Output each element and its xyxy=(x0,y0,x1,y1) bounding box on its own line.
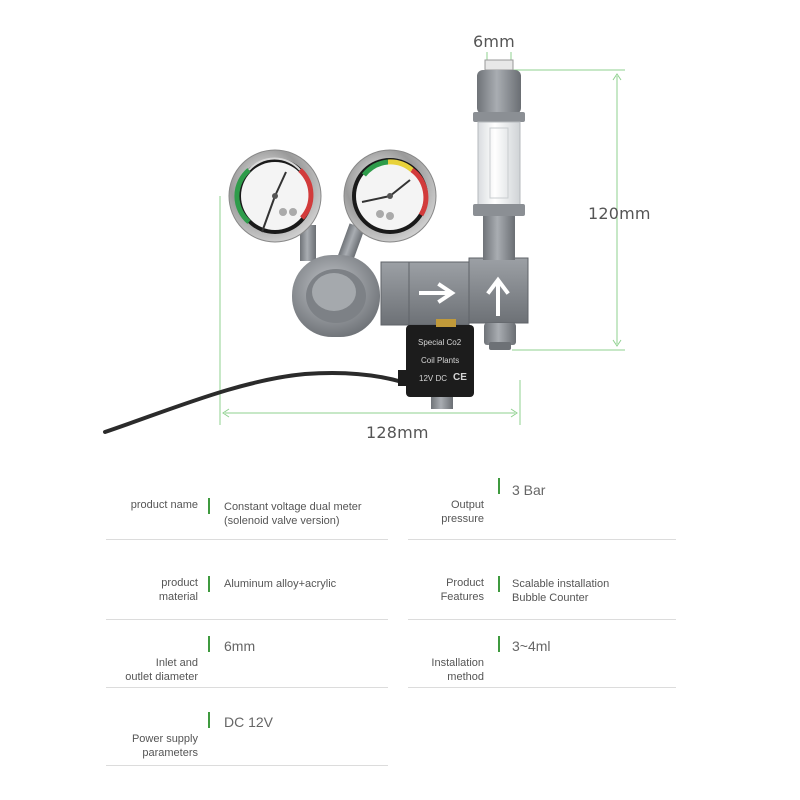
spec-value: Aluminum alloy+acrylic xyxy=(224,578,337,590)
spec-output-pressure: Output pressure 3 Bar xyxy=(408,476,676,540)
spec-label: Product xyxy=(446,577,484,589)
row-rule xyxy=(106,687,388,688)
spec-product-material: product material Aluminum alloy+acrylic xyxy=(106,556,388,620)
solenoid-text-2: Coil Plants xyxy=(421,356,460,365)
row-rule xyxy=(408,687,676,688)
spec-value-line2: (solenoid valve version) xyxy=(224,515,340,527)
spec-product-features: Product Features Scalable installation B… xyxy=(408,556,676,620)
ce-mark: CE xyxy=(453,372,467,383)
spec-value: DC 12V xyxy=(224,714,274,730)
spec-label-line2: outlet diameter xyxy=(125,671,198,683)
row-rule xyxy=(106,539,388,540)
spec-label: Output xyxy=(450,499,484,511)
spec-table: product name Constant voltage dual meter… xyxy=(0,462,800,800)
spec-label-line2: material xyxy=(158,591,198,603)
spec-label: Installation xyxy=(431,657,484,669)
spec-value: Constant voltage dual meter xyxy=(224,501,362,513)
spec-divider xyxy=(498,478,500,494)
spec-divider xyxy=(498,636,500,652)
spec-divider xyxy=(208,636,210,652)
spec-installation-method: Installation method 3~4ml xyxy=(408,624,676,688)
spec-label-line2: Features xyxy=(440,591,484,603)
regulator-knob xyxy=(292,255,380,337)
spec-label-line2: method xyxy=(447,671,484,683)
solenoid-text-1: Special Co2 xyxy=(418,338,462,347)
row-rule xyxy=(408,619,676,620)
dimension-lines xyxy=(219,52,625,425)
row-rule xyxy=(106,619,388,620)
regulator-illustration xyxy=(103,52,625,434)
spec-product-name: product name Constant voltage dual meter… xyxy=(106,476,388,540)
spec-label: product xyxy=(161,577,198,589)
dimension-width: 128mm xyxy=(366,423,429,442)
row-rule xyxy=(106,765,388,766)
spec-divider xyxy=(208,576,210,592)
spec-label: Inlet and xyxy=(155,657,198,669)
spec-value: Scalable installation xyxy=(512,578,610,590)
row-rule xyxy=(408,539,676,540)
spec-divider xyxy=(208,498,210,514)
spec-value: 3 Bar xyxy=(512,482,546,498)
spec-value: 6mm xyxy=(224,638,256,654)
spec-divider xyxy=(498,576,500,592)
spec-inlet-outlet-diameter: Inlet and outlet diameter 6mm xyxy=(106,624,388,688)
power-cable xyxy=(103,371,404,434)
spec-value: 3~4ml xyxy=(512,638,551,654)
spec-power-supply: Power supply parameters DC 12V xyxy=(106,702,388,766)
spec-divider xyxy=(208,712,210,728)
solenoid-valve xyxy=(398,319,474,409)
product-figure: Special Co2 Coil Plants 12V DC CE 6mm 12… xyxy=(103,32,651,442)
spec-label-line2: pressure xyxy=(441,513,484,525)
dimension-height: 120mm xyxy=(588,204,651,223)
solenoid-text-3: 12V DC xyxy=(419,374,448,383)
spec-label-line2: parameters xyxy=(142,747,198,759)
high-pressure-gauge xyxy=(228,149,322,243)
dimension-fitting: 6mm xyxy=(473,32,515,51)
spec-label: product name xyxy=(130,499,198,511)
low-pressure-gauge xyxy=(343,149,437,243)
bubble-counter xyxy=(473,59,525,260)
spec-value-line2: Bubble Counter xyxy=(512,592,589,604)
spec-label: Power supply xyxy=(131,733,198,745)
